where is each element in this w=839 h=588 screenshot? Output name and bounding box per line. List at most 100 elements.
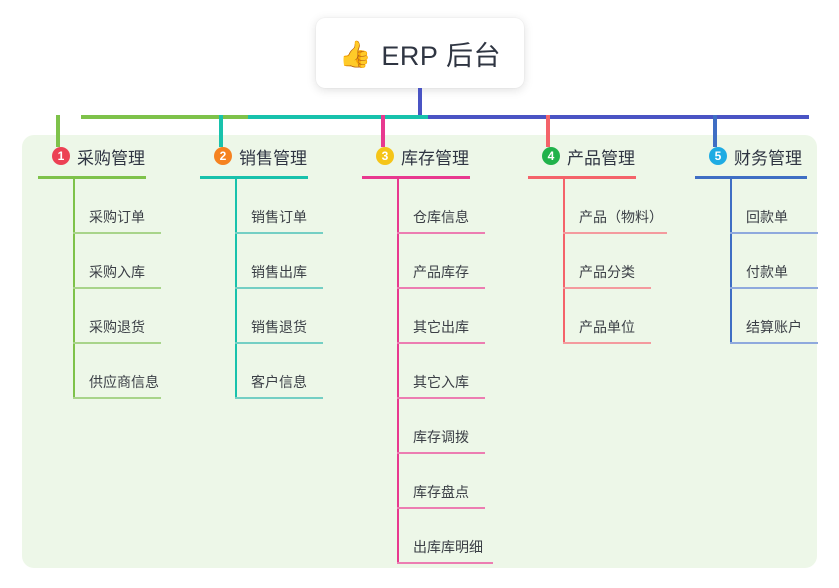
column-title: 财务管理 — [734, 148, 802, 168]
leaf-rule — [235, 287, 323, 289]
column-spine — [235, 179, 237, 399]
leaf-label: 供应商信息 — [89, 374, 159, 390]
column-badge-icon: 2 — [214, 147, 232, 165]
leaf-node[interactable]: 结算账户 — [730, 289, 818, 344]
column-spine — [397, 179, 399, 564]
leaf-label: 结算账户 — [746, 319, 802, 335]
leaf-node[interactable]: 销售出库 — [235, 234, 323, 289]
leaf-node[interactable]: 出库库明细 — [397, 509, 493, 564]
leaf-label: 付款单 — [746, 264, 788, 280]
column-rule — [528, 176, 636, 179]
leaf-rule — [235, 342, 323, 344]
leaf-rule — [397, 232, 485, 234]
column-badge-icon: 5 — [709, 147, 727, 165]
thumbs-up-icon: 👍 — [339, 39, 372, 69]
leaf-label: 产品单位 — [579, 319, 635, 335]
column-title: 销售管理 — [239, 148, 307, 168]
leaf-label: 库存盘点 — [413, 484, 469, 500]
leaf-label: 采购入库 — [89, 264, 145, 280]
column-spine — [563, 179, 565, 344]
column-body: 采购订单采购入库采购退货供应商信息 — [73, 179, 161, 399]
trunk-connector — [418, 88, 422, 115]
leaf-label: 回款单 — [746, 209, 788, 225]
root-node-card[interactable]: 👍 ERP 后台 — [316, 18, 524, 88]
leaf-rule — [397, 452, 485, 454]
drop-connector-2 — [219, 115, 223, 147]
leaf-node[interactable]: 付款单 — [730, 234, 818, 289]
leaf-node[interactable]: 采购退货 — [73, 289, 161, 344]
leaf-rule — [235, 397, 323, 399]
leaf-node[interactable]: 产品分类 — [563, 234, 667, 289]
leaf-node[interactable]: 仓库信息 — [397, 179, 493, 234]
leaf-label: 仓库信息 — [413, 209, 469, 225]
column-body: 销售订单销售出库销售退货客户信息 — [235, 179, 323, 399]
leaf-rule — [235, 232, 323, 234]
leaf-label: 产品库存 — [413, 264, 469, 280]
leaf-node[interactable]: 销售退货 — [235, 289, 323, 344]
drop-connector-1 — [56, 115, 60, 147]
column-header-5[interactable]: 5 财务管理 — [695, 143, 818, 169]
column-1: 1 采购管理采购订单采购入库采购退货供应商信息 — [38, 143, 161, 399]
drop-connector-5 — [713, 115, 717, 147]
column-badge-icon: 4 — [542, 147, 560, 165]
leaf-node[interactable]: 回款单 — [730, 179, 818, 234]
column-header-2[interactable]: 2 销售管理 — [200, 143, 323, 169]
leaf-node[interactable]: 采购订单 — [73, 179, 161, 234]
leaf-node[interactable]: 客户信息 — [235, 344, 323, 399]
leaf-label: 销售订单 — [251, 209, 307, 225]
bus-segment-1 — [81, 115, 248, 119]
leaf-rule — [730, 342, 818, 344]
column-4: 4 产品管理产品（物料） 产品分类产品单位 — [528, 143, 667, 344]
column-badge-icon: 3 — [376, 147, 394, 165]
column-body: 产品（物料） 产品分类产品单位 — [563, 179, 667, 344]
leaf-label: 其它入库 — [413, 374, 469, 390]
leaf-node[interactable]: 产品单位 — [563, 289, 667, 344]
column-rule — [362, 176, 470, 179]
leaf-rule — [73, 287, 161, 289]
leaf-label: 采购订单 — [89, 209, 145, 225]
leaf-rule — [397, 287, 485, 289]
bus-segment-2 — [248, 115, 428, 119]
column-spine — [73, 179, 75, 399]
bus-segment-3 — [428, 115, 809, 119]
leaf-node[interactable]: 其它出库 — [397, 289, 493, 344]
column-rule — [200, 176, 308, 179]
column-body: 回款单付款单结算账户 — [730, 179, 818, 344]
leaf-rule — [563, 287, 651, 289]
leaf-node[interactable]: 产品（物料） — [563, 179, 667, 234]
column-rule — [38, 176, 146, 179]
leaf-rule — [397, 507, 485, 509]
leaf-node[interactable]: 销售订单 — [235, 179, 323, 234]
leaf-rule — [397, 397, 485, 399]
column-rule — [695, 176, 807, 179]
leaf-label: 产品分类 — [579, 264, 635, 280]
leaf-node[interactable]: 库存盘点 — [397, 454, 493, 509]
leaf-rule — [73, 232, 161, 234]
column-spine — [730, 179, 732, 344]
leaf-rule — [730, 232, 818, 234]
leaf-label: 出库库明细 — [413, 539, 483, 555]
column-badge-icon: 1 — [52, 147, 70, 165]
column-header-4[interactable]: 4 产品管理 — [528, 143, 667, 169]
leaf-rule — [73, 397, 161, 399]
leaf-label: 客户信息 — [251, 374, 307, 390]
leaf-label: 库存调拨 — [413, 429, 469, 445]
leaf-label: 销售出库 — [251, 264, 307, 280]
column-header-1[interactable]: 1 采购管理 — [38, 143, 161, 169]
column-2: 2 销售管理销售订单销售出库销售退货客户信息 — [200, 143, 323, 399]
leaf-node[interactable]: 库存调拨 — [397, 399, 493, 454]
leaf-rule — [563, 232, 667, 234]
leaf-node[interactable]: 产品库存 — [397, 234, 493, 289]
column-title: 产品管理 — [567, 148, 635, 168]
column-title: 采购管理 — [77, 148, 145, 168]
leaf-rule — [73, 342, 161, 344]
leaf-rule — [730, 287, 818, 289]
leaf-node[interactable]: 采购入库 — [73, 234, 161, 289]
leaf-node[interactable]: 供应商信息 — [73, 344, 161, 399]
drop-connector-4 — [546, 115, 550, 147]
leaf-rule — [397, 562, 493, 564]
leaf-node[interactable]: 其它入库 — [397, 344, 493, 399]
